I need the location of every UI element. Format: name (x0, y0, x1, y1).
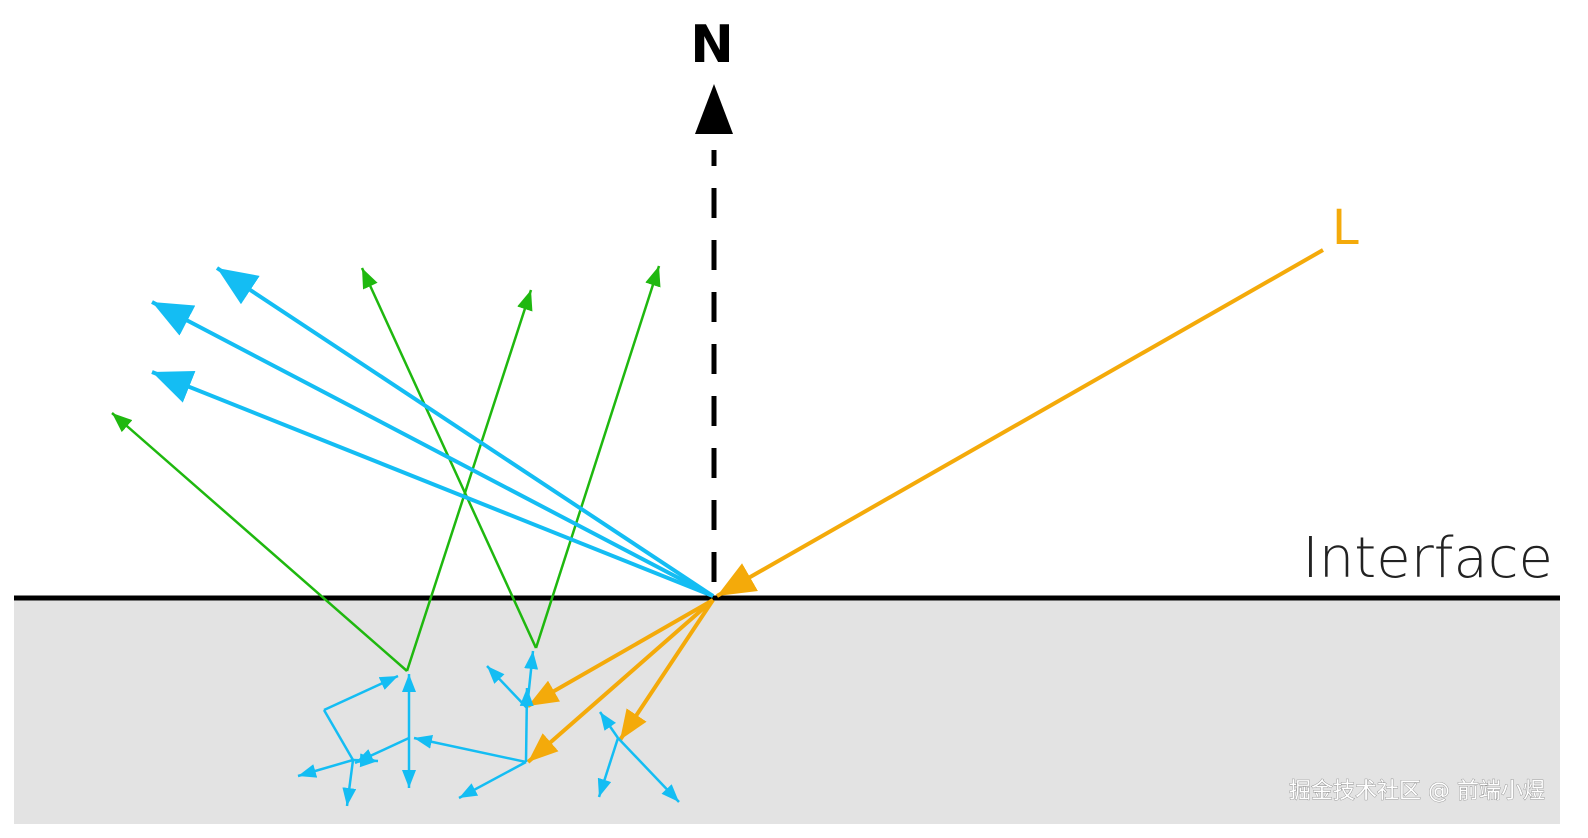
specular-ray-3 (151, 370, 714, 598)
specular-ray-1 (215, 266, 715, 598)
incident-light: L (716, 200, 1359, 598)
diffuse-ray-2 (405, 289, 533, 672)
medium-region (14, 600, 1560, 824)
refracted-ray-2 (526, 598, 715, 764)
light-label: L (1332, 200, 1359, 256)
scatter-arrow (323, 674, 399, 712)
specular-ray-2 (151, 300, 714, 598)
refracted-ray-1 (527, 598, 714, 708)
watermark: 掘金技术社区 @ 前端小煜 (1289, 779, 1545, 804)
subsurface-scattering-paths (297, 650, 680, 807)
scatter-arrow (598, 711, 620, 739)
scatter-arrow (352, 753, 379, 768)
diffuse-ray-1 (111, 412, 408, 672)
scatter-arrow (413, 734, 527, 764)
surface-normal: N (690, 15, 734, 582)
scatter-arrow (486, 665, 528, 709)
incident-light-ray (716, 248, 1324, 598)
refracted-ray-3 (618, 598, 715, 742)
refracted-light-rays (526, 598, 715, 764)
diffuse-exit-rays (111, 265, 661, 672)
scatter-arrow (524, 650, 539, 709)
scatter-arrow (458, 760, 527, 800)
diffuse-ray-4 (534, 265, 661, 649)
normal-arrowhead (695, 84, 733, 134)
scatter-arrow (597, 737, 620, 798)
scatter-arrow (297, 758, 354, 778)
normal-label: N (690, 15, 734, 75)
scatter-arrow (617, 737, 680, 803)
interface-label: Interface (1302, 526, 1553, 591)
scatter-arrow (322, 709, 355, 761)
scatter-arrow (342, 759, 357, 807)
specular-reflection-rays (151, 266, 715, 598)
